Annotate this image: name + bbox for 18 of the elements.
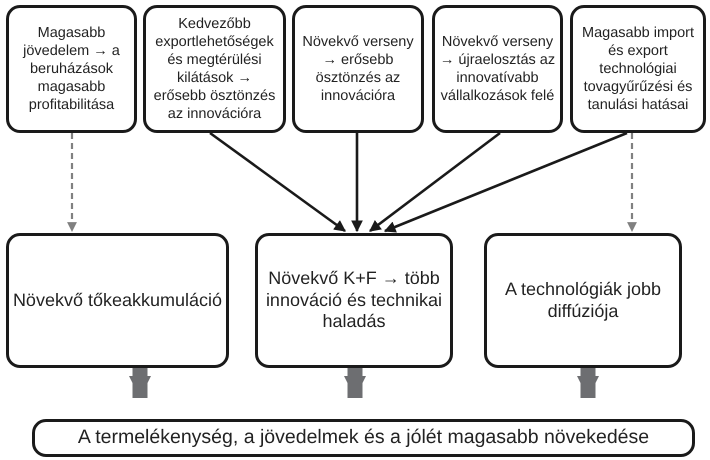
arrow [577,368,599,398]
arrow [67,133,77,232]
arrow [209,132,346,232]
process-box: Növekvő tőkeakkumuláció [6,233,229,368]
process-box: Kedvezőbb exportlehetőségek és megtérülési kilátások → erősebb ösztönzés az innovációra [143,5,286,133]
process-box: Növekvő verseny → újraelosztás az innovatívabb vállalkozások felé [432,5,563,133]
process-box: Növekvő K+F → több innováció és technikai haladás [255,233,453,368]
process-box: Magasabb import és export technológiai tovagyűrűzési és tanulási hatásai [570,5,706,133]
arrow [129,368,151,398]
result-box: A termelékenység, a jövedelmek és a jólét magasabb növekedése [32,419,695,457]
process-box: Magasabb jövedelem → a beruházások magasabb profitabilitása [6,5,137,133]
arrow [627,133,637,232]
arrow [384,132,628,232]
process-box: A technológiák jobb diffúziója [484,233,682,368]
arrow [369,132,501,232]
arrow [344,368,366,398]
process-box: Növekvő verseny → erősebb ösztönzés az innovációra [292,5,424,133]
arrow [351,133,363,232]
